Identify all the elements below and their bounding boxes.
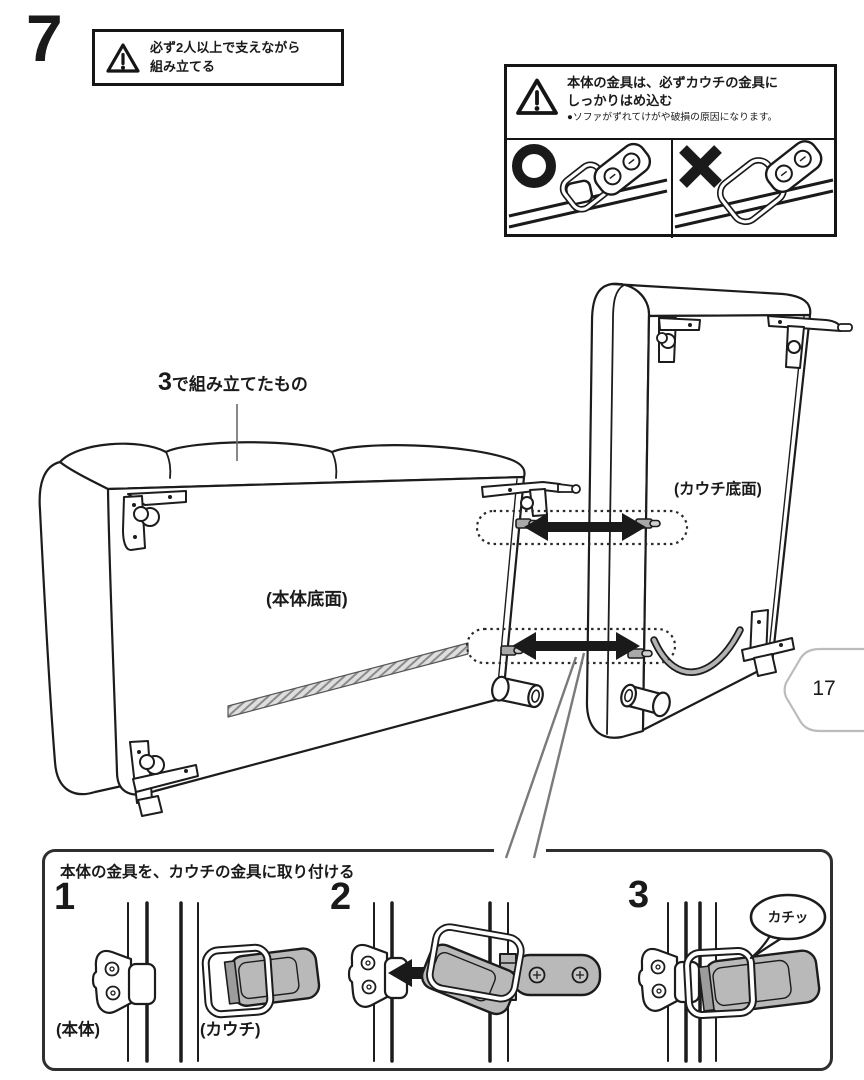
- assembled-ref-text: で組み立てたもの: [171, 375, 308, 394]
- correct-example-cell: [507, 140, 671, 238]
- body-latch-pin: [515, 518, 539, 529]
- warning-fitting-title1: 本体の金具は、必ずカウチの金具に: [567, 75, 778, 90]
- body-latch-pin: [500, 645, 524, 656]
- ng-cross-icon: [678, 145, 722, 188]
- panel-leader-lines: [504, 652, 586, 859]
- body-bottom-label: (本体底面): [266, 589, 348, 609]
- couch-illustration: [585, 282, 853, 739]
- couch-latch-pin: [627, 648, 653, 659]
- couch-bottom-label: (カウチ底面): [674, 481, 762, 498]
- page-tab-number: 17: [812, 677, 836, 700]
- warning-fitting-box: 本体の金具は、必ずカウチの金具に しっかりはめ込む ●ソファがずれてけがや破損の…: [504, 64, 837, 238]
- warning-triangle-icon: [516, 78, 558, 115]
- latch-correct-illustration: [508, 142, 668, 229]
- couch-latch-pin: [635, 518, 661, 529]
- warning-two-person-line2: 組み立てる: [150, 58, 216, 74]
- warning-two-person-box: 必ず2人以上で支えながら 組み立てる: [92, 29, 344, 86]
- attach-steps-panel: [42, 849, 833, 1071]
- assembled-ref-number: 3: [158, 368, 172, 396]
- warning-fitting-title2: しっかりはめ込む: [567, 92, 673, 108]
- warning-two-person-line1: 必ず2人以上で支えながら: [150, 39, 301, 55]
- alignment-capsules: [465, 509, 689, 665]
- ok-circle-icon: [512, 144, 556, 188]
- couch-leg: [620, 683, 671, 718]
- warning-fitting-note: ●ソファがずれてけがや破損の原因になります。: [567, 111, 778, 123]
- latch-incorrect-illustration: [674, 140, 833, 229]
- sofa-leg: [491, 675, 544, 709]
- slide-arrow-icon: [512, 632, 640, 660]
- slide-arrow-icon: [524, 513, 646, 541]
- warning-triangle-icon: [106, 42, 140, 73]
- assembled-ref-label: 3で組み立てたもの: [158, 368, 308, 397]
- body-sofa-illustration: [38, 441, 581, 817]
- incorrect-example-cell: [670, 140, 835, 238]
- step-number: 7: [26, 1, 63, 75]
- page-tab: [783, 647, 864, 733]
